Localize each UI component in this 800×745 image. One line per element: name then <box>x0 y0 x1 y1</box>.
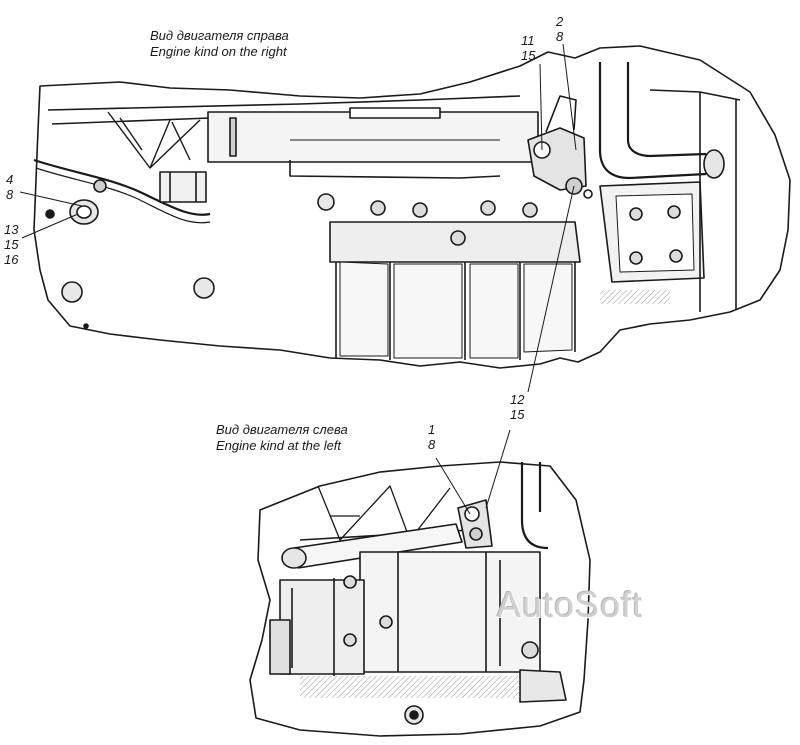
callout-number: 8 <box>556 29 564 44</box>
callout-number: 8 <box>6 187 14 202</box>
callout-number: 15 <box>521 48 536 63</box>
callout-number: 12 <box>510 392 525 407</box>
top-view-drawing <box>33 45 791 369</box>
leader-lines <box>19 43 577 515</box>
callout-number: 13 <box>4 222 19 237</box>
callout-12-15: 12 15 <box>510 392 524 422</box>
callout-number: 8 <box>428 437 436 452</box>
callout-4-8: 4 8 <box>6 172 13 202</box>
exhaust-manifold <box>207 111 539 163</box>
callout-number: 4 <box>6 172 14 187</box>
top-view-caption: Вид двигателя справа Engine kind on the … <box>150 28 289 60</box>
bottom-view-caption: Вид двигателя слева Engine kind at the l… <box>216 422 348 454</box>
callout-number: 16 <box>4 252 19 267</box>
bottom-view-caption-en: Engine kind at the left <box>216 438 342 453</box>
callout-11-15: 11 15 <box>521 33 535 63</box>
leader-13-15-16 <box>21 213 79 239</box>
bottom-view-caption-ru: Вид двигателя слева <box>216 422 348 437</box>
starter-motor <box>359 551 541 673</box>
callout-13-15-16: 13 15 16 <box>4 222 18 267</box>
callout-number: 15 <box>510 407 525 422</box>
callout-2-8: 2 8 <box>556 14 563 44</box>
callout-number: 1 <box>428 422 436 437</box>
callout-number: 2 <box>556 14 564 29</box>
leader-11-15 <box>539 63 543 151</box>
leader-2-8 <box>562 43 577 151</box>
callout-1-8: 1 8 <box>428 422 435 452</box>
callout-number: 15 <box>4 237 19 252</box>
leader-12-15-bottom <box>485 429 511 509</box>
watermark: AutoSoft <box>497 584 644 625</box>
bottom-view-drawing <box>249 461 591 737</box>
callout-number: 11 <box>521 33 535 48</box>
top-view-caption-en: Engine kind on the right <box>150 44 287 59</box>
leader-1-8 <box>435 457 471 515</box>
leader-4-8 <box>19 191 83 207</box>
leader-12-15 <box>527 185 575 393</box>
top-view-caption-ru: Вид двигателя справа <box>150 28 289 43</box>
